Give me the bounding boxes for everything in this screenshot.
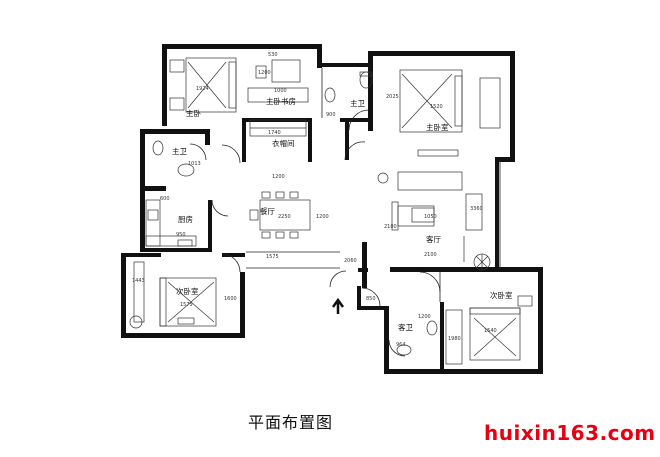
dim-label: 1443 (132, 278, 145, 284)
dim-label: 1200 (418, 314, 431, 320)
dim-label: 1575 (266, 254, 279, 260)
dim-label: 2100 (424, 252, 437, 258)
dim-label: 1520 (430, 104, 443, 110)
entrance-arrow-icon (331, 297, 345, 314)
dim-label: 2250 (278, 214, 291, 220)
dim-label: 1200 (316, 214, 329, 220)
dim-label: 1600 (224, 296, 237, 302)
dim-label: 850 (366, 296, 376, 302)
furniture (129, 57, 533, 365)
dim-label: 964 (396, 342, 406, 348)
dim-label: 600 (160, 196, 170, 202)
room-master-bed-left: 主卧 (186, 108, 201, 118)
room-guest-bath: 客卫 (398, 322, 413, 332)
room-kitchen: 厨房 (178, 214, 193, 224)
room-master-bedroom: 主卧室 (426, 122, 449, 132)
watermark-logo: huixin163.com (484, 421, 656, 445)
dim-label: 3360 (470, 206, 483, 212)
dim-label: 950 (176, 232, 186, 238)
room-labels: 主卧书房 主卧 主卫 主卧室 衣帽间 主卫 厨房 餐厅 客厅 次卧室 次卧室 客… (172, 96, 513, 332)
dim-label: 2100 (384, 224, 397, 230)
room-second-bedroom-right: 次卧室 (490, 290, 513, 300)
room-dining: 餐厅 (260, 207, 275, 216)
dim-label: 2060 (344, 258, 357, 264)
room-living: 客厅 (426, 234, 441, 244)
dim-label: 1000 (274, 88, 287, 94)
room-master-study: 主卧书房 (266, 96, 296, 106)
room-second-bedroom-left: 次卧室 (176, 286, 199, 296)
plant-icon (473, 253, 491, 271)
doors-and-lines (189, 68, 501, 357)
dim-label: 1540 (484, 328, 497, 334)
plan-caption: 平面布置图 (248, 413, 334, 432)
dimension-labels: 530 1200 1924 1000 900 2025 1520 1740 12… (132, 52, 497, 348)
room-master-bath-top: 主卫 (350, 98, 365, 108)
room-wardrobe: 衣帽间 (272, 138, 295, 148)
dim-label: 1980 (448, 336, 461, 342)
dim-label: 1575 (180, 302, 193, 308)
room-master-bath-left: 主卫 (172, 146, 187, 156)
bed-icon (169, 57, 237, 113)
dim-label: 2025 (386, 94, 399, 100)
dim-label: 1924 (196, 86, 209, 92)
dim-label: 1200 (258, 70, 271, 76)
dim-label: 530 (268, 52, 278, 58)
dim-label: 1740 (268, 130, 281, 136)
dim-label: 1200 (272, 174, 285, 180)
dim-label: 1013 (188, 161, 201, 167)
dim-label: 1050 (424, 214, 437, 220)
dim-label: 900 (326, 112, 336, 118)
toilet-icon (359, 71, 373, 89)
